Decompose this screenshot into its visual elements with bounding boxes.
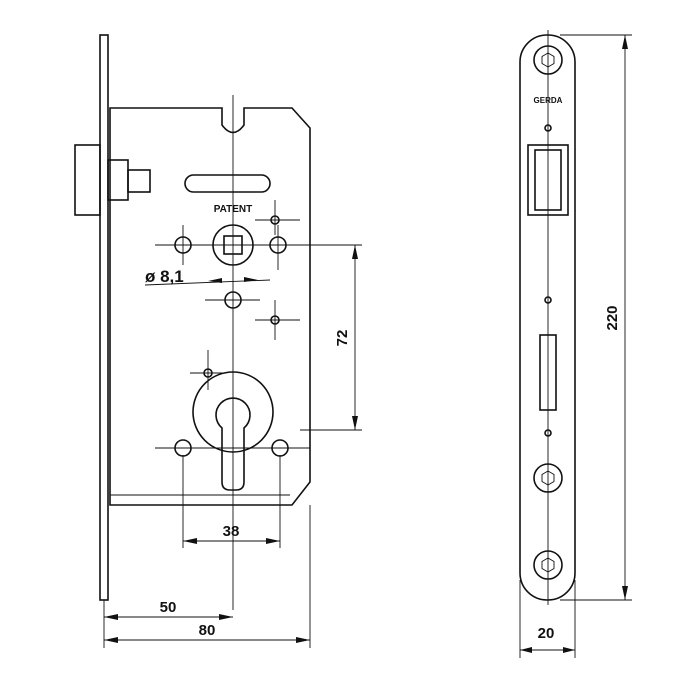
svg-text:50: 50 [160,599,177,616]
euro-cylinder-cutout [192,371,274,491]
dimension-20: 20 [519,580,576,658]
diameter-label: ø 8,1 [145,267,184,286]
dimension-220: 220 [560,34,632,601]
front-faceplate: GERDA [519,30,576,605]
slot [184,174,271,193]
patent-label: PATENT [214,204,253,215]
latch-bolt [74,144,151,216]
lock-case [109,107,311,506]
dimension-80: 80 [104,505,311,648]
dimension-50: 50 [103,599,233,648]
dimension-72: 72 [250,244,362,431]
svg-text:220: 220 [604,305,621,330]
svg-text:38: 38 [223,523,240,540]
svg-text:80: 80 [199,622,216,639]
dimension-38: 38 [182,455,281,548]
svg-text:20: 20 [538,625,555,642]
side-faceplate [99,34,109,601]
mounting-holes [174,200,300,457]
logo-text: GERDA [534,96,563,105]
svg-text:72: 72 [334,330,351,347]
